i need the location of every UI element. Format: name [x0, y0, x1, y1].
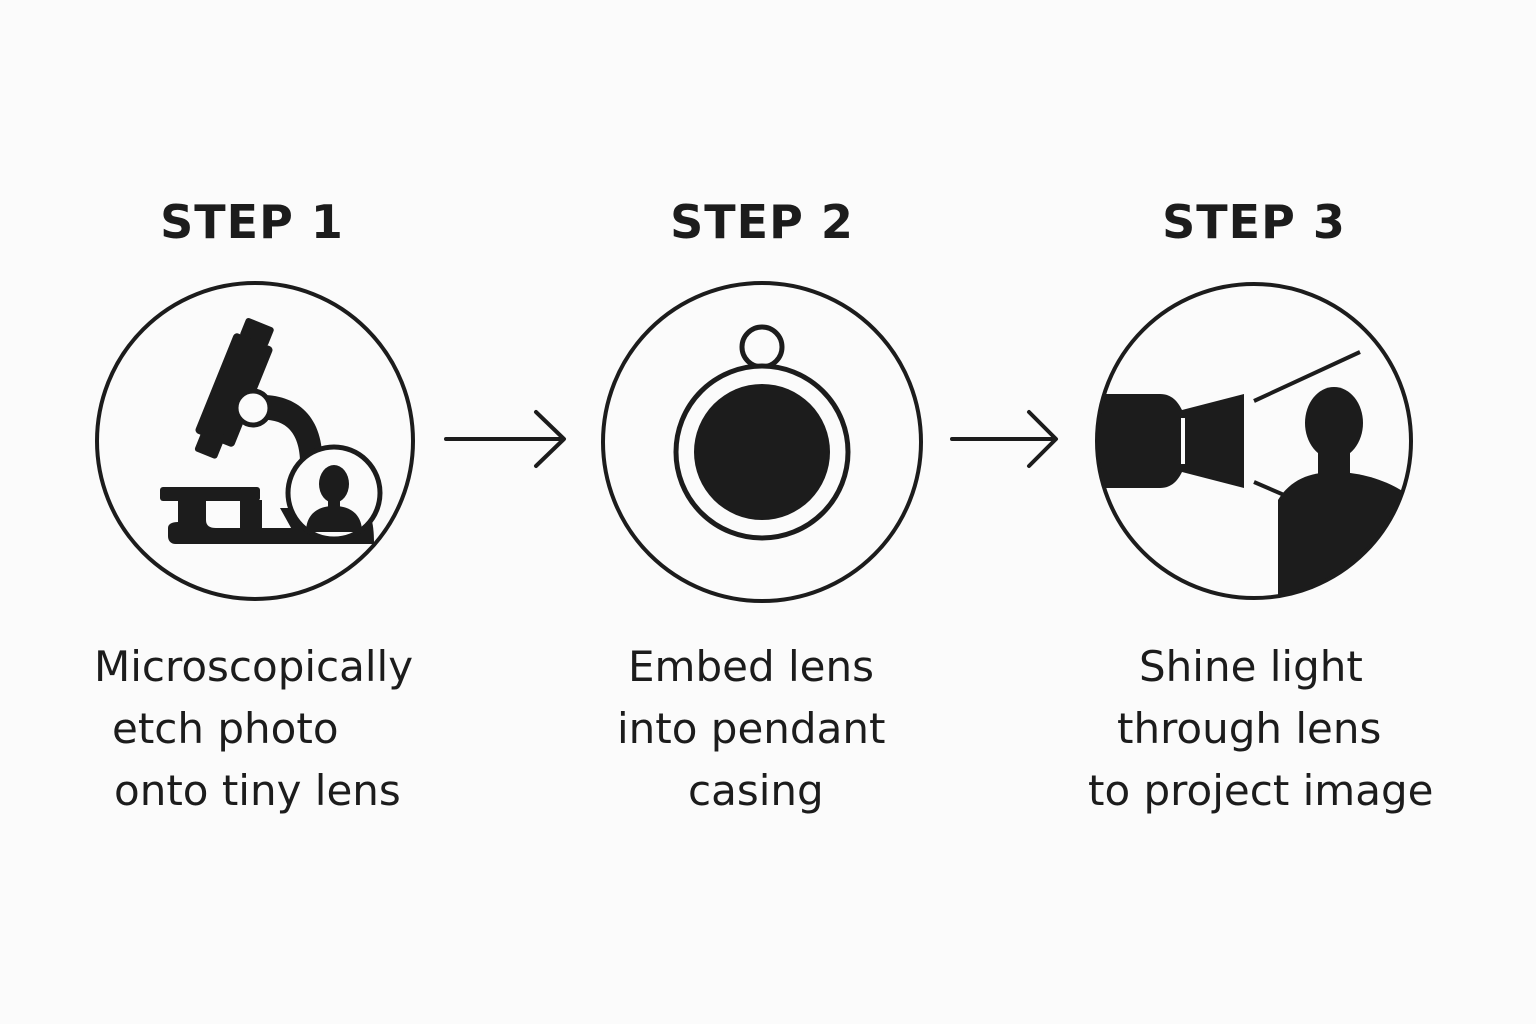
projector-icon: [1095, 282, 1413, 600]
arrow-right-icon: [950, 410, 1058, 468]
microscope-icon: [95, 281, 415, 601]
pendant-lens: [694, 384, 830, 520]
step-2-circle: [601, 281, 923, 603]
caption-line: onto tiny lens: [114, 766, 401, 815]
caption-line: Microscopically: [94, 642, 414, 691]
caption-line: casing: [688, 766, 824, 815]
caption-line: etch photo: [112, 704, 339, 753]
pendant-bail: [739, 324, 785, 370]
step-1-circle: [95, 281, 415, 601]
projected-head: [1305, 387, 1363, 459]
step-1-title: STEP 1: [160, 195, 344, 249]
caption-line: into pendant: [617, 704, 886, 753]
step-1-caption: Microscopically etch photo onto tiny len…: [94, 636, 413, 822]
caption-line: through lens: [1117, 704, 1382, 753]
caption-line: to project image: [1088, 766, 1434, 815]
flashlight-body: [1097, 394, 1244, 488]
step-3-circle: [1095, 282, 1413, 600]
step-2-title: STEP 2: [670, 195, 854, 249]
step-2-caption: Embed lens into pendant casing: [617, 636, 885, 822]
caption-line: Shine light: [1139, 642, 1363, 691]
step-3-title: STEP 3: [1162, 195, 1346, 249]
arrow-right-icon: [444, 410, 566, 468]
projected-shoulders: [1278, 472, 1410, 598]
person-silhouette: [306, 465, 362, 532]
pendant-icon: [601, 281, 923, 603]
caption-line: Embed lens: [628, 642, 874, 691]
step-3-caption: Shine light through lens to project imag…: [1088, 636, 1433, 822]
